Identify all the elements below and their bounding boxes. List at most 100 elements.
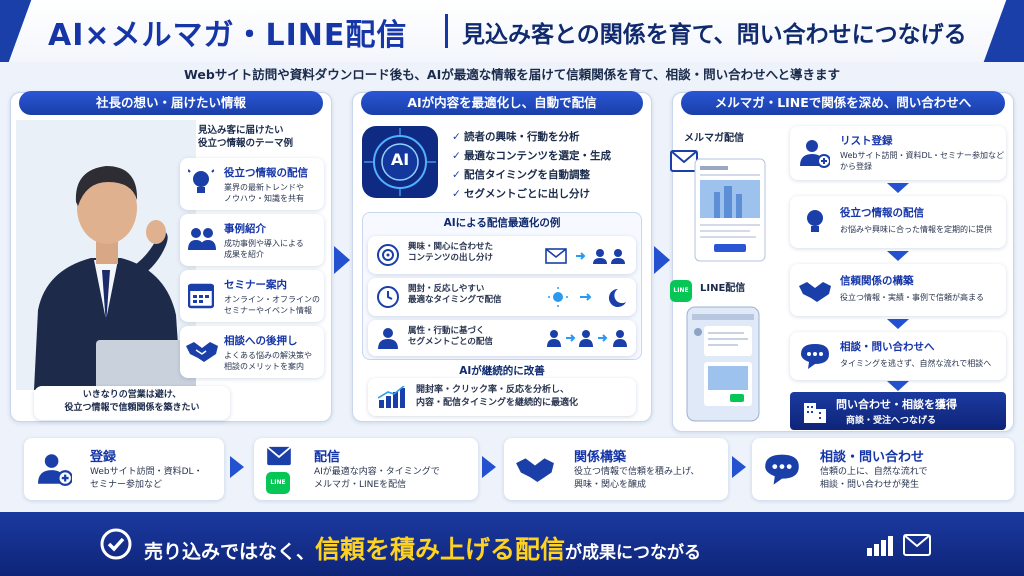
flow-step-relationship: 関係構築 役立つ情報で信頼を積み上げ、 興味・関心を醸成 [504, 438, 728, 500]
arrow-down-icon [887, 381, 909, 391]
step-title: 役立つ情報の配信 [840, 207, 924, 219]
theme-item-title: セミナー案内 [224, 279, 287, 291]
line-logo-icon: LINE [670, 280, 692, 302]
line-chat-mockup-image [686, 306, 760, 422]
theme-item-seminar: セミナー案内 オンライン・オフラインの セミナーやイベント情報 [180, 270, 324, 322]
people-icon [188, 228, 216, 250]
chat-bubble-icon [801, 344, 829, 369]
ai-example-row: 開封・反応しやすい 最適なタイミングで配信 [368, 278, 636, 316]
goal-title: 問い合わせ・相談を獲得 [836, 398, 957, 411]
check-icon: ✓ [452, 150, 461, 162]
ai-example-text: 属性・行動に基づく セグメントごとの配信 [408, 326, 493, 347]
theme-heading: 見込み客に届けたい 役立つ情報のテーマ例 [198, 125, 294, 149]
theme-item-title: 相談への後押し [224, 335, 298, 347]
theme-item-useful-info: 役立つ情報の配信 業界の最新トレンドや ノウハウ・知識を共有 [180, 158, 324, 210]
step-title: リスト登録 [840, 135, 893, 147]
ai-example-text: 興味・関心に合わせた コンテンツの出し分け [408, 242, 494, 263]
ai-example-text: 開封・反応しやすい 最適なタイミングで配信 [408, 284, 502, 305]
flow-step-consult: 相談・問い合わせ 信頼の上に、自然な流れで 相談・問い合わせが発生 [752, 438, 1014, 500]
main-title: AI×メルマガ・LINE配信 [48, 18, 408, 53]
title-separator [445, 14, 448, 48]
flow-step-delivery: LINE 配信 AIが最適な内容・タイミングで メルマガ・LINEを配信 [254, 438, 478, 500]
building-icon [804, 403, 826, 423]
ai-feature-list: ✓読者の興味・行動を分析 ✓最適なコンテンツを選定・生成 ✓配信タイミングを自動… [452, 128, 652, 204]
theme-item-consult-push: 相談への後押し よくある悩みの解決策や 相談のメリットを案内 [180, 326, 324, 378]
add-user-icon [38, 454, 72, 486]
ai-examples-title: AIによる配信最適化の例 [443, 217, 561, 229]
title-stripe-left [0, 0, 32, 62]
line-logo-icon: LINE [266, 472, 290, 494]
flow-step-title: 相談・問い合わせ [820, 450, 925, 465]
theme-item-case-study: 事例紹介 成功事例や導入による 成果を紹介 [180, 214, 324, 266]
owner-quote-bubble: いきなりの営業は避け、 役立つ情報で信頼関係を築きたい [34, 386, 230, 420]
segment-users-icon [547, 330, 627, 347]
title-stripe-right [983, 0, 1024, 62]
mail-to-users-icon [545, 248, 625, 264]
flow-step-register: 登録 Webサイト訪問・資料DL・ セミナー参加など [24, 438, 224, 500]
arrow-right-icon [230, 456, 244, 478]
theme-item-title: 役立つ情報の配信 [224, 167, 308, 179]
footer-banner: 売り込みではなく、信頼を積み上げる配信が成果につながる [0, 512, 1024, 576]
panel-ai-title: AIが内容を最適化し、自動で配信 [361, 91, 643, 115]
title-bar [0, 0, 1024, 62]
step-card-useful-info: 役立つ情報の配信 お悩みや興味に合った情報を定期的に提供 [790, 196, 1006, 248]
panel-owner-title: 社長の想い・届けたい情報 [19, 91, 323, 115]
panel-relationship-title: メルマガ・LINEで関係を深め、問い合わせへ [681, 91, 1005, 115]
footer-message: 売り込みではなく、信頼を積み上げる配信が成果につながる [144, 530, 701, 566]
ai-feature-item: ✓配信タイミングを自動調整 [452, 166, 652, 185]
lightbulb-icon [188, 169, 214, 193]
check-circle-icon [100, 528, 132, 560]
flow-step-desc: Webサイト訪問・資料DL・ セミナー参加など [90, 467, 203, 490]
theme-item-desc: 成功事例や導入による 成果を紹介 [224, 239, 304, 259]
line-delivery-label: LINE配信 [700, 283, 746, 294]
step-card-consult: 相談・問い合わせへ タイミングを逃さず、自然な流れで相談へ [790, 332, 1006, 380]
ai-example-row: 属性・行動に基づく セグメントごとの配信 [368, 320, 636, 356]
arrow-down-icon [887, 183, 909, 193]
bar-chart-up-icon [867, 536, 893, 556]
handshake-icon [186, 342, 218, 362]
goal-desc: 商談・受注へつなげる [846, 416, 937, 426]
check-icon: ✓ [452, 169, 461, 181]
mail-icon [903, 534, 931, 556]
footer-text-highlight: 信頼を積み上げる配信 [315, 535, 566, 564]
mail-icon [266, 446, 292, 466]
theme-item-desc: オンライン・オフラインの セミナーやイベント情報 [224, 295, 320, 315]
arrow-right-icon [334, 246, 350, 274]
flow-step-title: 登録 [90, 450, 117, 465]
step-desc: 役立つ情報・実績・事例で信頼が高まる [840, 293, 984, 302]
flow-step-title: 配信 [314, 450, 341, 465]
handshake-icon [516, 458, 554, 482]
mail-delivery-label: メルマガ配信 [684, 133, 744, 144]
goal-banner: 問い合わせ・相談を獲得 商談・受注へつなげる [790, 392, 1006, 430]
clock-icon [377, 286, 399, 308]
mail-mockup-image [694, 158, 766, 262]
ai-improve-text: 開封率・クリック率・反応を分析し、 内容・配信タイミングを継続的に最適化 [416, 385, 579, 408]
step-desc: お悩みや興味に合った情報を定期的に提供 [840, 225, 992, 234]
flow-step-desc: 役立つ情報で信頼を積み上げ、 興味・関心を醸成 [574, 467, 700, 490]
arrow-right-icon [732, 456, 746, 478]
add-user-icon [800, 140, 830, 168]
step-card-trust: 信頼関係の構築 役立つ情報・実績・事例で信頼が高まる [790, 264, 1006, 316]
step-title: 信頼関係の構築 [840, 275, 914, 287]
footer-text-post: が成果につながる [565, 543, 702, 563]
sun-to-moon-icon [548, 287, 626, 307]
businessman-illustration [16, 120, 196, 390]
arrow-down-icon [887, 319, 909, 329]
flow-step-desc: 信頼の上に、自然な流れで 相談・問い合わせが発生 [820, 467, 928, 490]
ai-brain-icon [362, 126, 438, 198]
ai-feature-item: ✓最適なコンテンツを選定・生成 [452, 147, 652, 166]
calendar-icon [188, 283, 214, 309]
check-icon: ✓ [452, 188, 461, 200]
arrow-down-icon [887, 251, 909, 261]
handshake-icon [799, 282, 831, 302]
chat-bubble-icon [765, 454, 799, 485]
ai-example-row: 興味・関心に合わせた コンテンツの出し分け [368, 236, 636, 274]
arrow-right-icon [654, 246, 670, 274]
ai-feature-item: ✓セグメントごとに出し分け [452, 185, 652, 204]
theme-item-title: 事例紹介 [224, 223, 266, 235]
target-icon [377, 244, 399, 266]
lead-text: Webサイト訪問や資料ダウンロード後も、AIが最適な情報を届けて信頼関係を育て、… [184, 67, 840, 82]
step-desc: Webサイト訪問・資料DL・セミナー参加など から登録 [840, 151, 1005, 171]
bar-chart-up-icon [378, 386, 405, 408]
flow-step-desc: AIが最適な内容・タイミングで メルマガ・LINEを配信 [314, 467, 440, 490]
